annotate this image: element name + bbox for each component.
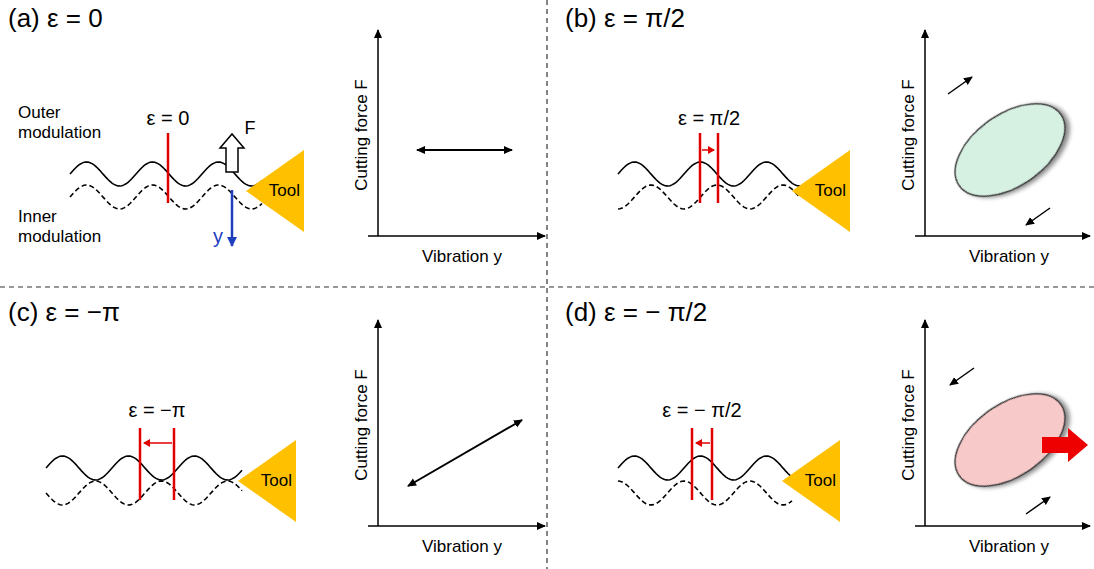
axis-label: Cutting force F [899, 369, 919, 481]
modulation-label: Inner modulation [18, 207, 118, 246]
vibration-label: y [213, 225, 223, 248]
panel-title: (c) ε = −π [8, 298, 120, 328]
axis-label: Vibration y [969, 247, 1049, 267]
tool-label: Tool [269, 181, 300, 201]
phase-label: ε = 0 [147, 107, 190, 130]
inner-modulation-wave [618, 185, 800, 209]
inner-modulation-wave [46, 481, 242, 505]
outer-modulation-wave [618, 162, 800, 186]
tool-label: Tool [261, 471, 292, 491]
tool-label: Tool [805, 471, 836, 491]
modulation-label: Outer modulation [18, 103, 118, 142]
axis-label: Cutting force F [899, 79, 919, 191]
panel-title: (d) ε = − π/2 [565, 298, 707, 328]
axis-label: Cutting force F [352, 79, 372, 191]
axis-label: Vibration y [422, 247, 502, 267]
tool-triangle: Tool [792, 150, 850, 232]
tool-triangle: Tool [246, 150, 304, 232]
outer-modulation-wave [46, 456, 242, 480]
panel-title: (b) ε = π/2 [565, 4, 685, 34]
phase-label: ε = − π/2 [662, 399, 741, 422]
tool-triangle: Tool [782, 440, 840, 522]
tool-triangle: Tool [238, 440, 296, 522]
outer-modulation-wave [618, 456, 792, 480]
axis-label: Cutting force F [352, 369, 372, 481]
axis-label: Vibration y [422, 537, 502, 557]
tool-label: Tool [815, 181, 846, 201]
phase-label: ε = π/2 [678, 107, 740, 130]
phase-label: ε = −π [128, 399, 185, 422]
inner-modulation-wave [618, 481, 792, 505]
axis-label: Vibration y [969, 537, 1049, 557]
force-label: F [245, 118, 256, 139]
panel-title: (a) ε = 0 [8, 4, 103, 34]
